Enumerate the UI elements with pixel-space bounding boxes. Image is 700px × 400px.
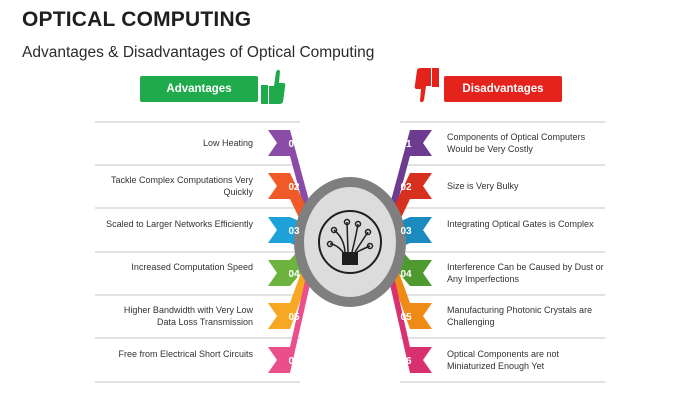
right-band-05: [390, 247, 432, 329]
thumbs-down-icon: [414, 68, 439, 103]
disadvantage-number: 01: [400, 139, 412, 150]
fiber-optic-icon: [318, 210, 382, 274]
right-band-06: [390, 258, 432, 373]
left-band-02: [268, 173, 310, 241]
disadvantage-number: 06: [400, 356, 412, 367]
right-band-02: [390, 173, 432, 241]
disadvantage-number: 03: [400, 226, 412, 237]
thumbs-up-icon: [261, 69, 286, 104]
disadvantages-label: Disadvantages: [444, 76, 562, 102]
disadvantage-text: Interference Can be Caused by Dust or An…: [447, 262, 604, 284]
center-inner-disc: [304, 187, 396, 297]
right-band-01: [390, 130, 432, 231]
left-band-05: [268, 247, 310, 329]
advantage-number: 02: [288, 182, 300, 193]
disadvantage-text: Size is Very Bulky: [447, 181, 519, 191]
left-band-06: [268, 258, 310, 373]
page-subtitle: Advantages & Disadvantages of Optical Co…: [22, 44, 375, 61]
advantage-number: 06: [288, 356, 300, 367]
page-title: OPTICAL COMPUTING: [22, 8, 252, 31]
left-band-01: [268, 130, 310, 231]
advantage-text: Free from Electrical Short Circuits: [118, 349, 253, 359]
advantage-text: Low Heating: [202, 138, 253, 148]
advantages-label: Advantages: [140, 76, 258, 102]
advantage-number: 03: [288, 226, 300, 237]
disadvantage-number: 04: [400, 269, 412, 280]
disadvantage-text: Components of Optical Computers Would be…: [447, 132, 586, 154]
advantage-text: Scaled to Larger Networks Efficiently: [106, 219, 253, 229]
disadvantage-number: 05: [400, 312, 412, 323]
advantage-number: 01: [288, 139, 300, 150]
advantage-text: Increased Computation Speed: [131, 262, 253, 272]
disadvantage-text: Manufacturing Photonic Crystals are Chal…: [447, 305, 593, 327]
disadvantage-text: Optical Components are not Miniaturized …: [447, 349, 560, 371]
advantage-text: Tackle Complex Computations Very Quickly: [110, 175, 253, 197]
center-hub: [294, 177, 406, 307]
disadvantage-number: 02: [400, 182, 412, 193]
advantage-number: 04: [288, 269, 300, 280]
disadvantage-text: Integrating Optical Gates is Complex: [447, 219, 594, 229]
advantage-number: 05: [288, 312, 300, 323]
advantage-text: Higher Bandwidth with Very Low Data Loss…: [123, 305, 253, 327]
